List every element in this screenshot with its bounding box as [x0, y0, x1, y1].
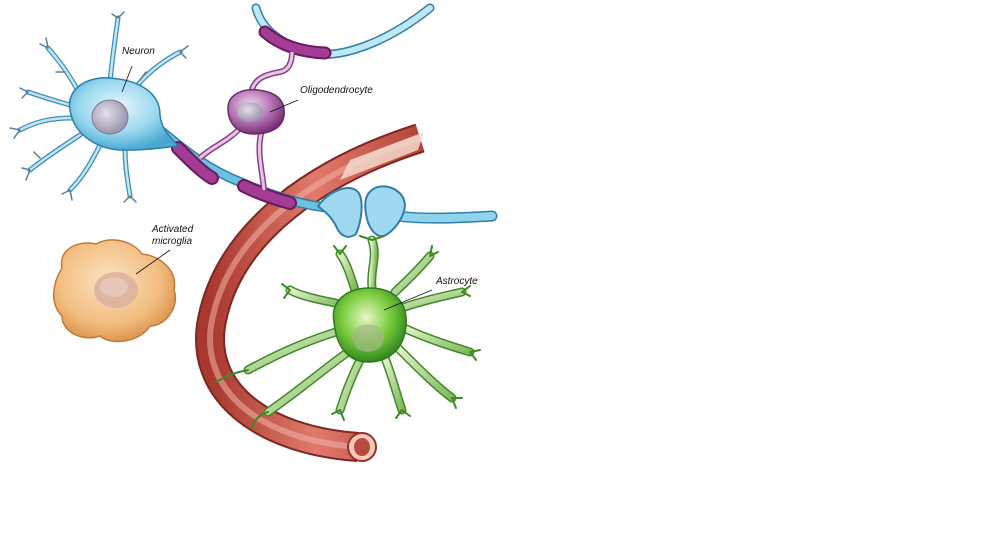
activated-microglia-cell — [53, 239, 177, 343]
astrocyte-processes — [215, 235, 481, 429]
neuron-label: Neuron — [122, 46, 155, 57]
activated-microglia-label-line1: Activated — [152, 224, 194, 235]
oligodendrocyte-processes — [197, 51, 295, 191]
synaptic-terminals — [316, 185, 406, 238]
oligodendrocyte-cell — [227, 88, 285, 135]
label-leader-lines — [121, 65, 433, 311]
neuron-cell — [68, 77, 180, 151]
activated-microglia-label: Activated microglia — [152, 224, 193, 248]
activated-microglia-label-line2: microglia — [152, 236, 193, 247]
astrocyte-cell — [332, 287, 407, 363]
astrocyte-label: Astrocyte — [436, 276, 478, 287]
neuron-dendrites — [9, 11, 189, 203]
blood-vessel — [195, 123, 425, 462]
oligodendrocyte-label: Oligodendrocyte — [300, 85, 373, 96]
myelin-sheaths — [171, 25, 332, 210]
